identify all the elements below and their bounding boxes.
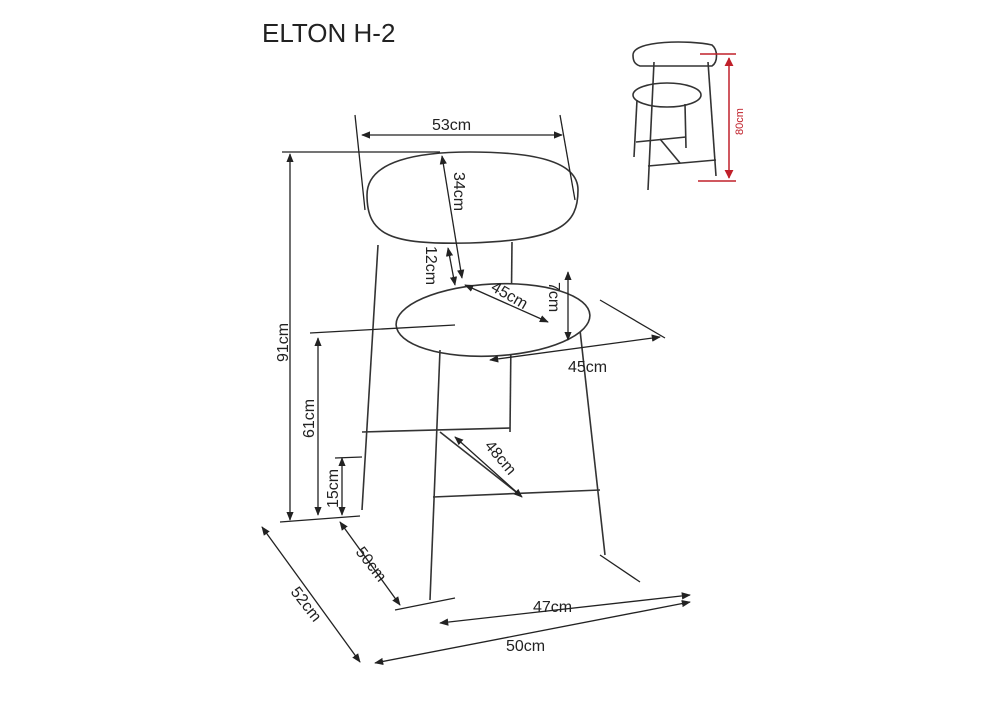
label-inset-height: 80cm xyxy=(734,108,746,135)
dimension-lines xyxy=(261,114,691,666)
label-total-height: 91cm xyxy=(275,323,292,362)
label-base-width-inner: 47cm xyxy=(533,599,572,616)
label-base-depth-inner: 50cm xyxy=(352,544,389,585)
inset-chair-view xyxy=(632,41,736,191)
label-seat-width: 45cm xyxy=(568,359,607,376)
label-seat-thickness: 7cm xyxy=(545,282,562,312)
label-back-gap: 12cm xyxy=(422,246,439,285)
product-title: ELTON H-2 xyxy=(262,18,395,48)
label-back-width: 53cm xyxy=(432,117,471,134)
label-back-height: 34cm xyxy=(450,172,467,211)
label-footrest-length: 48cm xyxy=(481,438,519,479)
label-footrest-height: 15cm xyxy=(325,469,342,508)
chair-drawing xyxy=(361,151,606,601)
label-seat-height: 61cm xyxy=(301,399,318,438)
label-base-width-outer: 50cm xyxy=(506,638,545,655)
